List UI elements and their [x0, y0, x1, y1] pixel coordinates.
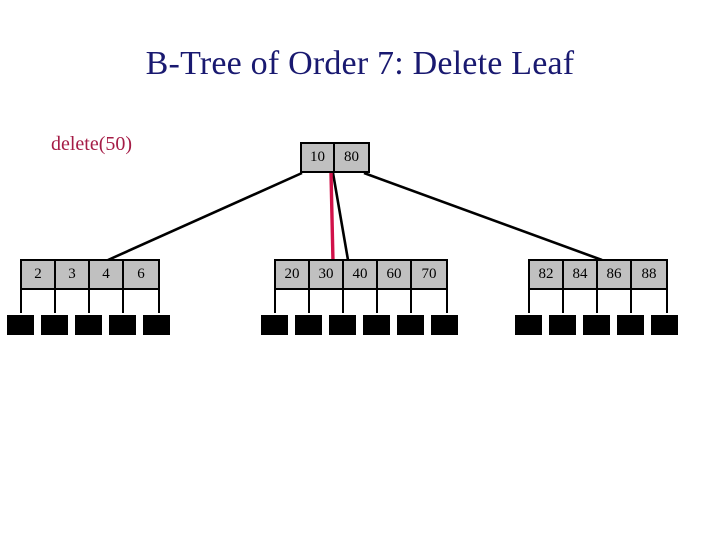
leaf-right-nil-box-4	[651, 315, 678, 335]
leaf-left-nil-row	[7, 313, 170, 335]
leaf-middle-key-cell-0[interactable]: 20	[276, 261, 310, 288]
leaf-left-pointer-row	[20, 290, 160, 313]
leaf-right-key-cell-0[interactable]: 82	[530, 261, 564, 288]
leaf-middle-nil-row	[261, 313, 458, 335]
leaf-left-nil-box-2	[75, 315, 102, 335]
leaf-left-key-cell-1[interactable]: 3	[56, 261, 90, 288]
page-title: B-Tree of Order 7: Delete Leaf	[145, 45, 575, 82]
leaf-right-pointer-cell-3[interactable]	[632, 290, 666, 313]
leaf-left-key-cell-2[interactable]: 4	[90, 261, 124, 288]
leaf-right-key-cell-2[interactable]: 86	[598, 261, 632, 288]
leaf-left-key-cell-3[interactable]: 6	[124, 261, 158, 288]
tree-node-leaf-right[interactable]: 82 84 86 88	[515, 259, 678, 335]
leaf-middle-nil-box-2	[329, 315, 356, 335]
leaf-right-key-cell-1[interactable]: 84	[564, 261, 598, 288]
edge-root-to-left-leaf	[107, 171, 303, 262]
leaf-left-nil-box-4	[143, 315, 170, 335]
leaf-middle-key-cell-2[interactable]: 40	[344, 261, 378, 288]
leaf-right-nil-box-1	[549, 315, 576, 335]
leaf-right-key-row: 82 84 86 88	[528, 259, 668, 290]
leaf-middle-nil-box-3	[363, 315, 390, 335]
edge-root-to-right-leaf	[363, 171, 603, 262]
tree-node-root[interactable]: 10 80	[300, 142, 370, 173]
leaf-right-pointer-cell-2[interactable]	[598, 290, 632, 313]
edge-root-to-middle-leaf	[331, 172, 350, 261]
leaf-middle-pointer-row	[274, 290, 448, 313]
edge-root-to-middle-leaf-highlight	[329, 172, 335, 263]
leaf-middle-pointer-cell-3[interactable]	[378, 290, 412, 313]
leaf-left-key-cell-0[interactable]: 2	[22, 261, 56, 288]
leaf-middle-pointer-cell-2[interactable]	[344, 290, 378, 313]
leaf-left-pointer-cell-2[interactable]	[90, 290, 124, 313]
leaf-right-pointer-row	[528, 290, 668, 313]
root-key-row: 10 80	[300, 142, 370, 173]
leaf-right-nil-row	[515, 313, 678, 335]
leaf-middle-nil-box-0	[261, 315, 288, 335]
leaf-right-nil-box-3	[617, 315, 644, 335]
tree-node-leaf-left[interactable]: 2 3 4 6	[7, 259, 170, 335]
leaf-left-nil-box-3	[109, 315, 136, 335]
leaf-left-nil-box-1	[41, 315, 68, 335]
root-key-cell-0[interactable]: 10	[302, 144, 335, 171]
leaf-middle-nil-box-1	[295, 315, 322, 335]
leaf-right-key-cell-3[interactable]: 88	[632, 261, 666, 288]
leaf-middle-key-cell-4[interactable]: 70	[412, 261, 446, 288]
leaf-left-key-row: 2 3 4 6	[20, 259, 160, 290]
root-key-cell-1[interactable]: 80	[335, 144, 368, 171]
leaf-middle-key-row: 20 30 40 60 70	[274, 259, 448, 290]
leaf-right-pointer-cell-1[interactable]	[564, 290, 598, 313]
leaf-middle-pointer-cell-1[interactable]	[310, 290, 344, 313]
tree-node-leaf-middle[interactable]: 20 30 40 60 70	[261, 259, 458, 335]
leaf-middle-pointer-cell-4[interactable]	[412, 290, 446, 313]
leaf-left-pointer-cell-0[interactable]	[22, 290, 56, 313]
operation-caption: delete(50)	[51, 133, 133, 155]
leaf-left-pointer-cell-3[interactable]	[124, 290, 158, 313]
leaf-middle-pointer-cell-0[interactable]	[276, 290, 310, 313]
leaf-middle-nil-box-4	[397, 315, 424, 335]
leaf-right-nil-box-0	[515, 315, 542, 335]
leaf-middle-key-cell-1[interactable]: 30	[310, 261, 344, 288]
leaf-right-nil-box-2	[583, 315, 610, 335]
leaf-left-nil-box-0	[7, 315, 34, 335]
leaf-middle-nil-box-5	[431, 315, 458, 335]
leaf-right-pointer-cell-0[interactable]	[530, 290, 564, 313]
leaf-left-pointer-cell-1[interactable]	[56, 290, 90, 313]
leaf-middle-key-cell-3[interactable]: 60	[378, 261, 412, 288]
